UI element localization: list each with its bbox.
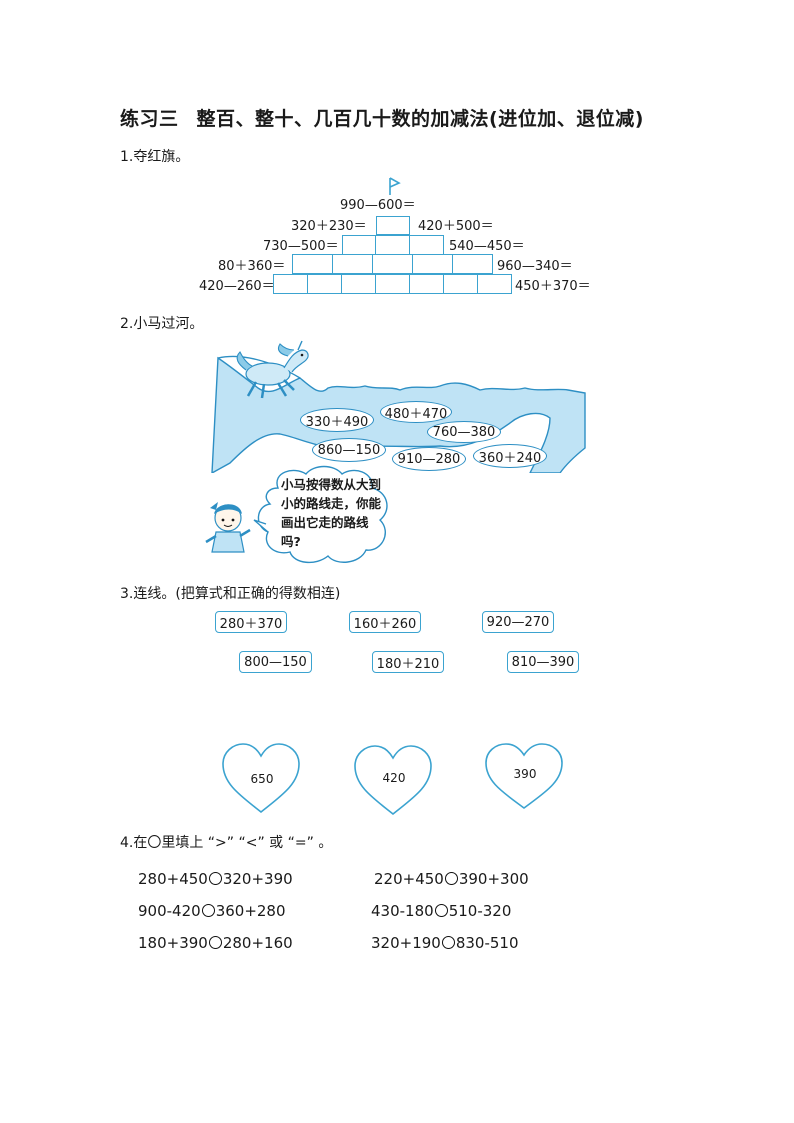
pyramid-cell[interactable] bbox=[341, 274, 376, 294]
child-character-icon bbox=[205, 502, 251, 553]
flag-icon bbox=[389, 177, 401, 195]
comparison-left: 900-420 bbox=[138, 902, 201, 920]
pyramid-cell[interactable] bbox=[307, 274, 342, 294]
stone[interactable]: 860—150 bbox=[312, 438, 386, 462]
heart-value: 390 bbox=[513, 767, 537, 781]
comparison-item: 320+190 830-510 bbox=[371, 934, 519, 952]
comparison-left: 220+450 bbox=[374, 870, 444, 888]
comparison-item: 180+390 280+160 bbox=[138, 934, 293, 952]
pyramid-cell[interactable] bbox=[477, 274, 512, 294]
pyramid-cell[interactable] bbox=[372, 254, 413, 274]
question-2-label: 2.小马过河。 bbox=[120, 316, 204, 332]
stone[interactable]: 910—280 bbox=[392, 447, 466, 471]
pyramid-cell[interactable] bbox=[342, 235, 376, 255]
pyramid-cell[interactable] bbox=[409, 274, 444, 294]
pyramid-cell[interactable] bbox=[412, 254, 453, 274]
heart-icon[interactable] bbox=[484, 742, 564, 812]
comparison-right: 510-320 bbox=[448, 902, 512, 920]
comparison-item: 220+450 390+300 bbox=[374, 870, 529, 888]
pyramid-row-5-left: 420—260＝ bbox=[199, 279, 275, 294]
stone[interactable]: 360＋240 bbox=[473, 444, 547, 468]
pyramid-row-2-left: 320＋230＝ bbox=[291, 219, 367, 234]
comparison-left: 180+390 bbox=[138, 934, 208, 952]
pyramid-row-2-right: 420＋500＝ bbox=[418, 219, 494, 234]
answer-circle[interactable] bbox=[434, 904, 448, 917]
answer-circle[interactable] bbox=[444, 872, 458, 885]
expression-box[interactable]: 280＋370 bbox=[215, 611, 287, 633]
comparison-item: 430-180 510-320 bbox=[371, 902, 511, 920]
answer-circle[interactable] bbox=[201, 904, 215, 917]
answer-circle[interactable] bbox=[208, 872, 222, 885]
comparison-right: 320+390 bbox=[222, 870, 293, 888]
expression-box[interactable]: 160＋260 bbox=[349, 611, 421, 633]
expression-box[interactable]: 180＋210 bbox=[372, 651, 444, 673]
pony-icon bbox=[236, 340, 309, 399]
heart-icon[interactable] bbox=[221, 742, 301, 816]
pyramid-cell[interactable] bbox=[375, 274, 410, 294]
question-4-label: 4.在〇里填上 “>” “<” 或 “=” 。 bbox=[120, 835, 333, 851]
expression-box[interactable]: 800—150 bbox=[239, 651, 312, 673]
comparison-left: 430-180 bbox=[371, 902, 434, 920]
pyramid-row-3-left: 730—500＝ bbox=[263, 239, 339, 254]
question-1-label: 1.夺红旗。 bbox=[120, 149, 190, 165]
pyramid-cell[interactable] bbox=[452, 254, 493, 274]
heart-icon[interactable] bbox=[353, 744, 433, 818]
pyramid-row-1-left: 990—600＝ bbox=[340, 198, 416, 213]
expression-box[interactable]: 810—390 bbox=[507, 651, 579, 673]
comparison-right: 830-510 bbox=[455, 934, 519, 952]
comparison-left: 320+190 bbox=[371, 934, 441, 952]
pyramid-row-3-right: 540—450＝ bbox=[449, 239, 525, 254]
comparison-right: 360+280 bbox=[215, 902, 286, 920]
pyramid-row-5-right: 450＋370＝ bbox=[515, 279, 591, 294]
answer-circle[interactable] bbox=[441, 936, 455, 949]
stone[interactable]: 330＋490 bbox=[300, 408, 374, 432]
expression-box[interactable]: 920—270 bbox=[482, 611, 554, 633]
title-main: 练习三 bbox=[120, 108, 179, 130]
pyramid-row-4-left: 80＋360＝ bbox=[218, 259, 286, 274]
comparison-item: 280+450 320+390 bbox=[138, 870, 293, 888]
pyramid-cell[interactable] bbox=[409, 235, 444, 255]
pyramid-cell[interactable] bbox=[332, 254, 373, 274]
comparison-left: 280+450 bbox=[138, 870, 208, 888]
page-title: 练习三整百、整十、几百几十数的加减法(进位加、退位减) bbox=[120, 104, 644, 131]
pyramid-cell[interactable] bbox=[443, 274, 478, 294]
comparison-right: 390+300 bbox=[458, 870, 529, 888]
comparison-right: 280+160 bbox=[222, 934, 293, 952]
answer-circle[interactable] bbox=[208, 936, 222, 949]
heart-value: 420 bbox=[382, 771, 406, 785]
stone[interactable]: 480＋470 bbox=[380, 401, 452, 423]
stone[interactable]: 760—380 bbox=[427, 421, 501, 443]
pyramid-cell[interactable] bbox=[376, 216, 410, 235]
pyramid-row-4-right: 960—340＝ bbox=[497, 259, 573, 274]
title-sub: 整百、整十、几百几十数的加减法(进位加、退位减) bbox=[196, 108, 644, 130]
bubble-text: 小马按得数从大到小的路线走，你能画出它走的路线吗? bbox=[281, 477, 382, 549]
heart-value: 650 bbox=[250, 772, 274, 786]
pyramid-cell[interactable] bbox=[273, 274, 308, 294]
question-3-label: 3.连线。(把算式和正确的得数相连) bbox=[120, 586, 341, 602]
pyramid-cell[interactable] bbox=[292, 254, 333, 274]
comparison-item: 900-420 360+280 bbox=[138, 902, 286, 920]
speech-bubble bbox=[253, 465, 388, 563]
pyramid-cell[interactable] bbox=[375, 235, 410, 255]
